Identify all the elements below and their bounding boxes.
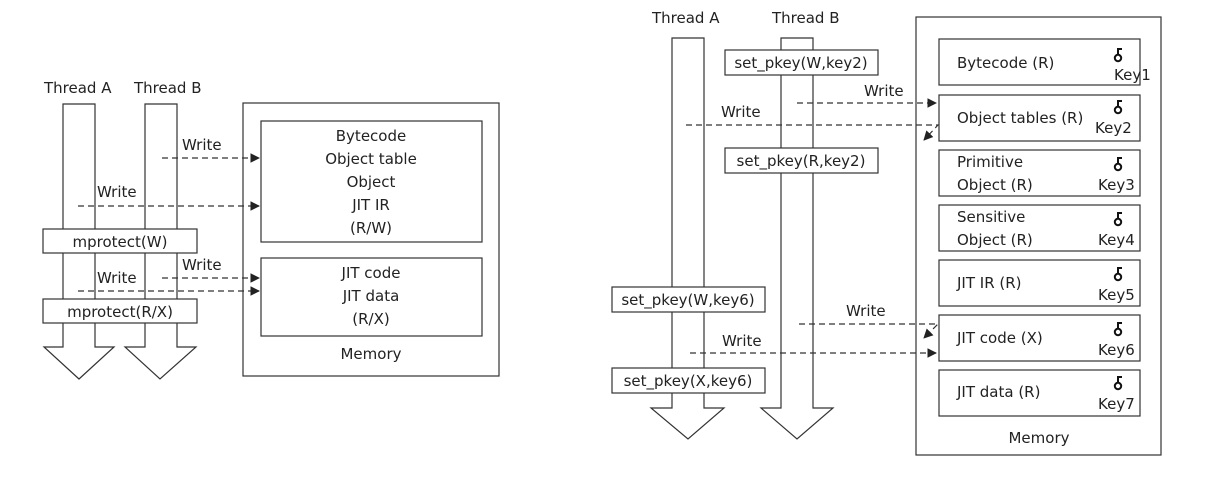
- right-region-primitive-key: Key3: [1098, 176, 1135, 194]
- right-set-pkey-x6-box: [611, 367, 766, 394]
- left-mprotect-w-box: [42, 228, 198, 254]
- left-mem-region-rx: [260, 257, 483, 337]
- left-mem-object-table: Object table: [325, 150, 417, 168]
- right-region-jit-ir: [938, 259, 1141, 307]
- left-mem-object: Object: [347, 173, 396, 191]
- left-mem-jit-code: JIT code: [341, 264, 401, 282]
- right-thread-b-arrow: [759, 37, 835, 440]
- right-write-label-3: Write: [846, 302, 886, 320]
- left-mprotect-rx-label: mprotect(R/X): [67, 303, 173, 321]
- right-write-label-4: Write: [722, 332, 762, 350]
- right-set-pkey-w2-box: [724, 49, 879, 76]
- left-diagram: Thread A Thread B mprotect(W) mprotect(R…: [42, 79, 500, 380]
- left-mem-region-rw: [260, 120, 483, 243]
- right-region-bytecode-label: Bytecode (R): [957, 54, 1054, 72]
- right-set-pkey-w6-label: set_pkey(W,key6): [621, 291, 754, 310]
- right-thread-b-label: Thread B: [771, 9, 840, 27]
- right-write-arrow-2: [686, 124, 940, 141]
- right-region-sensitive-label-1: Sensitive: [957, 208, 1025, 226]
- right-region-sensitive: [938, 204, 1141, 252]
- right-thread-a-arrow: [649, 37, 726, 440]
- right-write-arrow-3: [799, 323, 940, 339]
- right-region-jit-code: [938, 314, 1141, 362]
- right-region-jit-code-label: JIT code (X): [956, 329, 1043, 347]
- left-mem-rx-perm: (R/X): [352, 310, 389, 328]
- right-set-pkey-r2-label: set_pkey(R,key2): [737, 152, 866, 171]
- right-set-pkey-r2-box: [724, 147, 879, 174]
- left-mem-rw-perm: (R/W): [350, 219, 392, 237]
- right-write-label-2: Write: [721, 103, 761, 121]
- right-region-primitive-label-1: Primitive: [957, 153, 1023, 171]
- left-mem-jit-data: JIT data: [342, 287, 400, 305]
- right-region-primitive-label-2: Object (R): [957, 176, 1033, 194]
- right-set-pkey-w6-box: [611, 286, 766, 313]
- right-region-jit-data: [938, 369, 1141, 417]
- left-write-label-1: Write: [182, 136, 222, 154]
- left-thread-a-label: Thread A: [43, 79, 112, 97]
- right-write-label-1: Write: [864, 82, 904, 100]
- right-region-sensitive-key: Key4: [1098, 231, 1135, 249]
- left-mprotect-rx-box: [42, 298, 198, 324]
- right-set-pkey-x6-label: set_pkey(X,key6): [624, 372, 753, 391]
- left-write-label-4: Write: [97, 269, 137, 287]
- right-region-jit-data-label: JIT data (R): [956, 383, 1040, 401]
- right-region-sensitive-label-2: Object (R): [957, 231, 1033, 249]
- right-region-bytecode-key: Key1: [1114, 66, 1151, 84]
- left-mem-jit-ir: JIT IR: [351, 196, 390, 214]
- left-write-label-3: Write: [182, 256, 222, 274]
- right-region-object-tables-label: Object tables (R): [957, 109, 1083, 127]
- right-set-pkey-w2-label: set_pkey(W,key2): [734, 54, 867, 73]
- left-thread-b-label: Thread B: [133, 79, 202, 97]
- right-region-jit-ir-label: JIT IR (R): [956, 274, 1022, 292]
- left-mprotect-w-label: mprotect(W): [73, 233, 168, 251]
- right-region-primitive: [938, 149, 1141, 197]
- right-region-jit-ir-key: Key5: [1098, 286, 1135, 304]
- right-thread-a-label: Thread A: [651, 9, 720, 27]
- right-region-object-tables-key: Key2: [1095, 119, 1132, 137]
- left-write-label-2: Write: [97, 183, 137, 201]
- left-memory-label: Memory: [340, 345, 401, 363]
- right-region-jit-code-key: Key6: [1098, 341, 1135, 359]
- right-region-object-tables: [938, 94, 1141, 142]
- right-diagram: Thread A Thread B set_pkey(W,key2) set_p…: [611, 9, 1162, 456]
- right-region-bytecode: [938, 38, 1141, 86]
- left-mem-bytecode: Bytecode: [336, 127, 406, 145]
- right-region-jit-data-key: Key7: [1098, 395, 1135, 413]
- right-memory-label: Memory: [1008, 429, 1069, 447]
